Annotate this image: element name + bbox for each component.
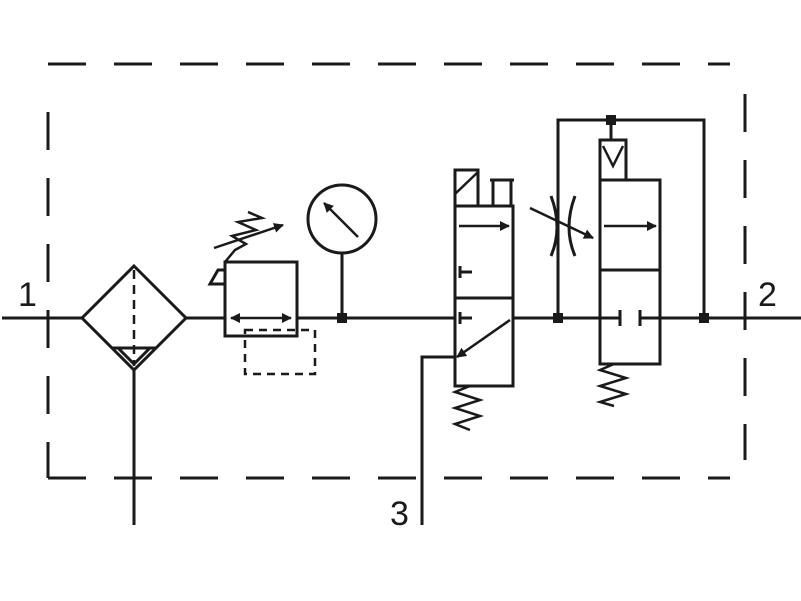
- port-2-label: 2: [758, 276, 777, 314]
- solenoid-valve-symbol: [450, 168, 515, 432]
- unit-enclosure: [46, 62, 747, 480]
- exhaust-line: [420, 355, 455, 525]
- pressure-regulator-symbol: [207, 210, 317, 376]
- port-3-label: 3: [390, 495, 409, 533]
- soft-start-valve-symbol: [595, 138, 662, 408]
- pilot-line: [553, 115, 709, 323]
- port-1-label: 1: [18, 276, 37, 314]
- throttle-valve-symbol: [529, 195, 594, 257]
- pressure-gauge-symbol: [306, 183, 378, 323]
- filter-drain-symbol: [79, 263, 189, 525]
